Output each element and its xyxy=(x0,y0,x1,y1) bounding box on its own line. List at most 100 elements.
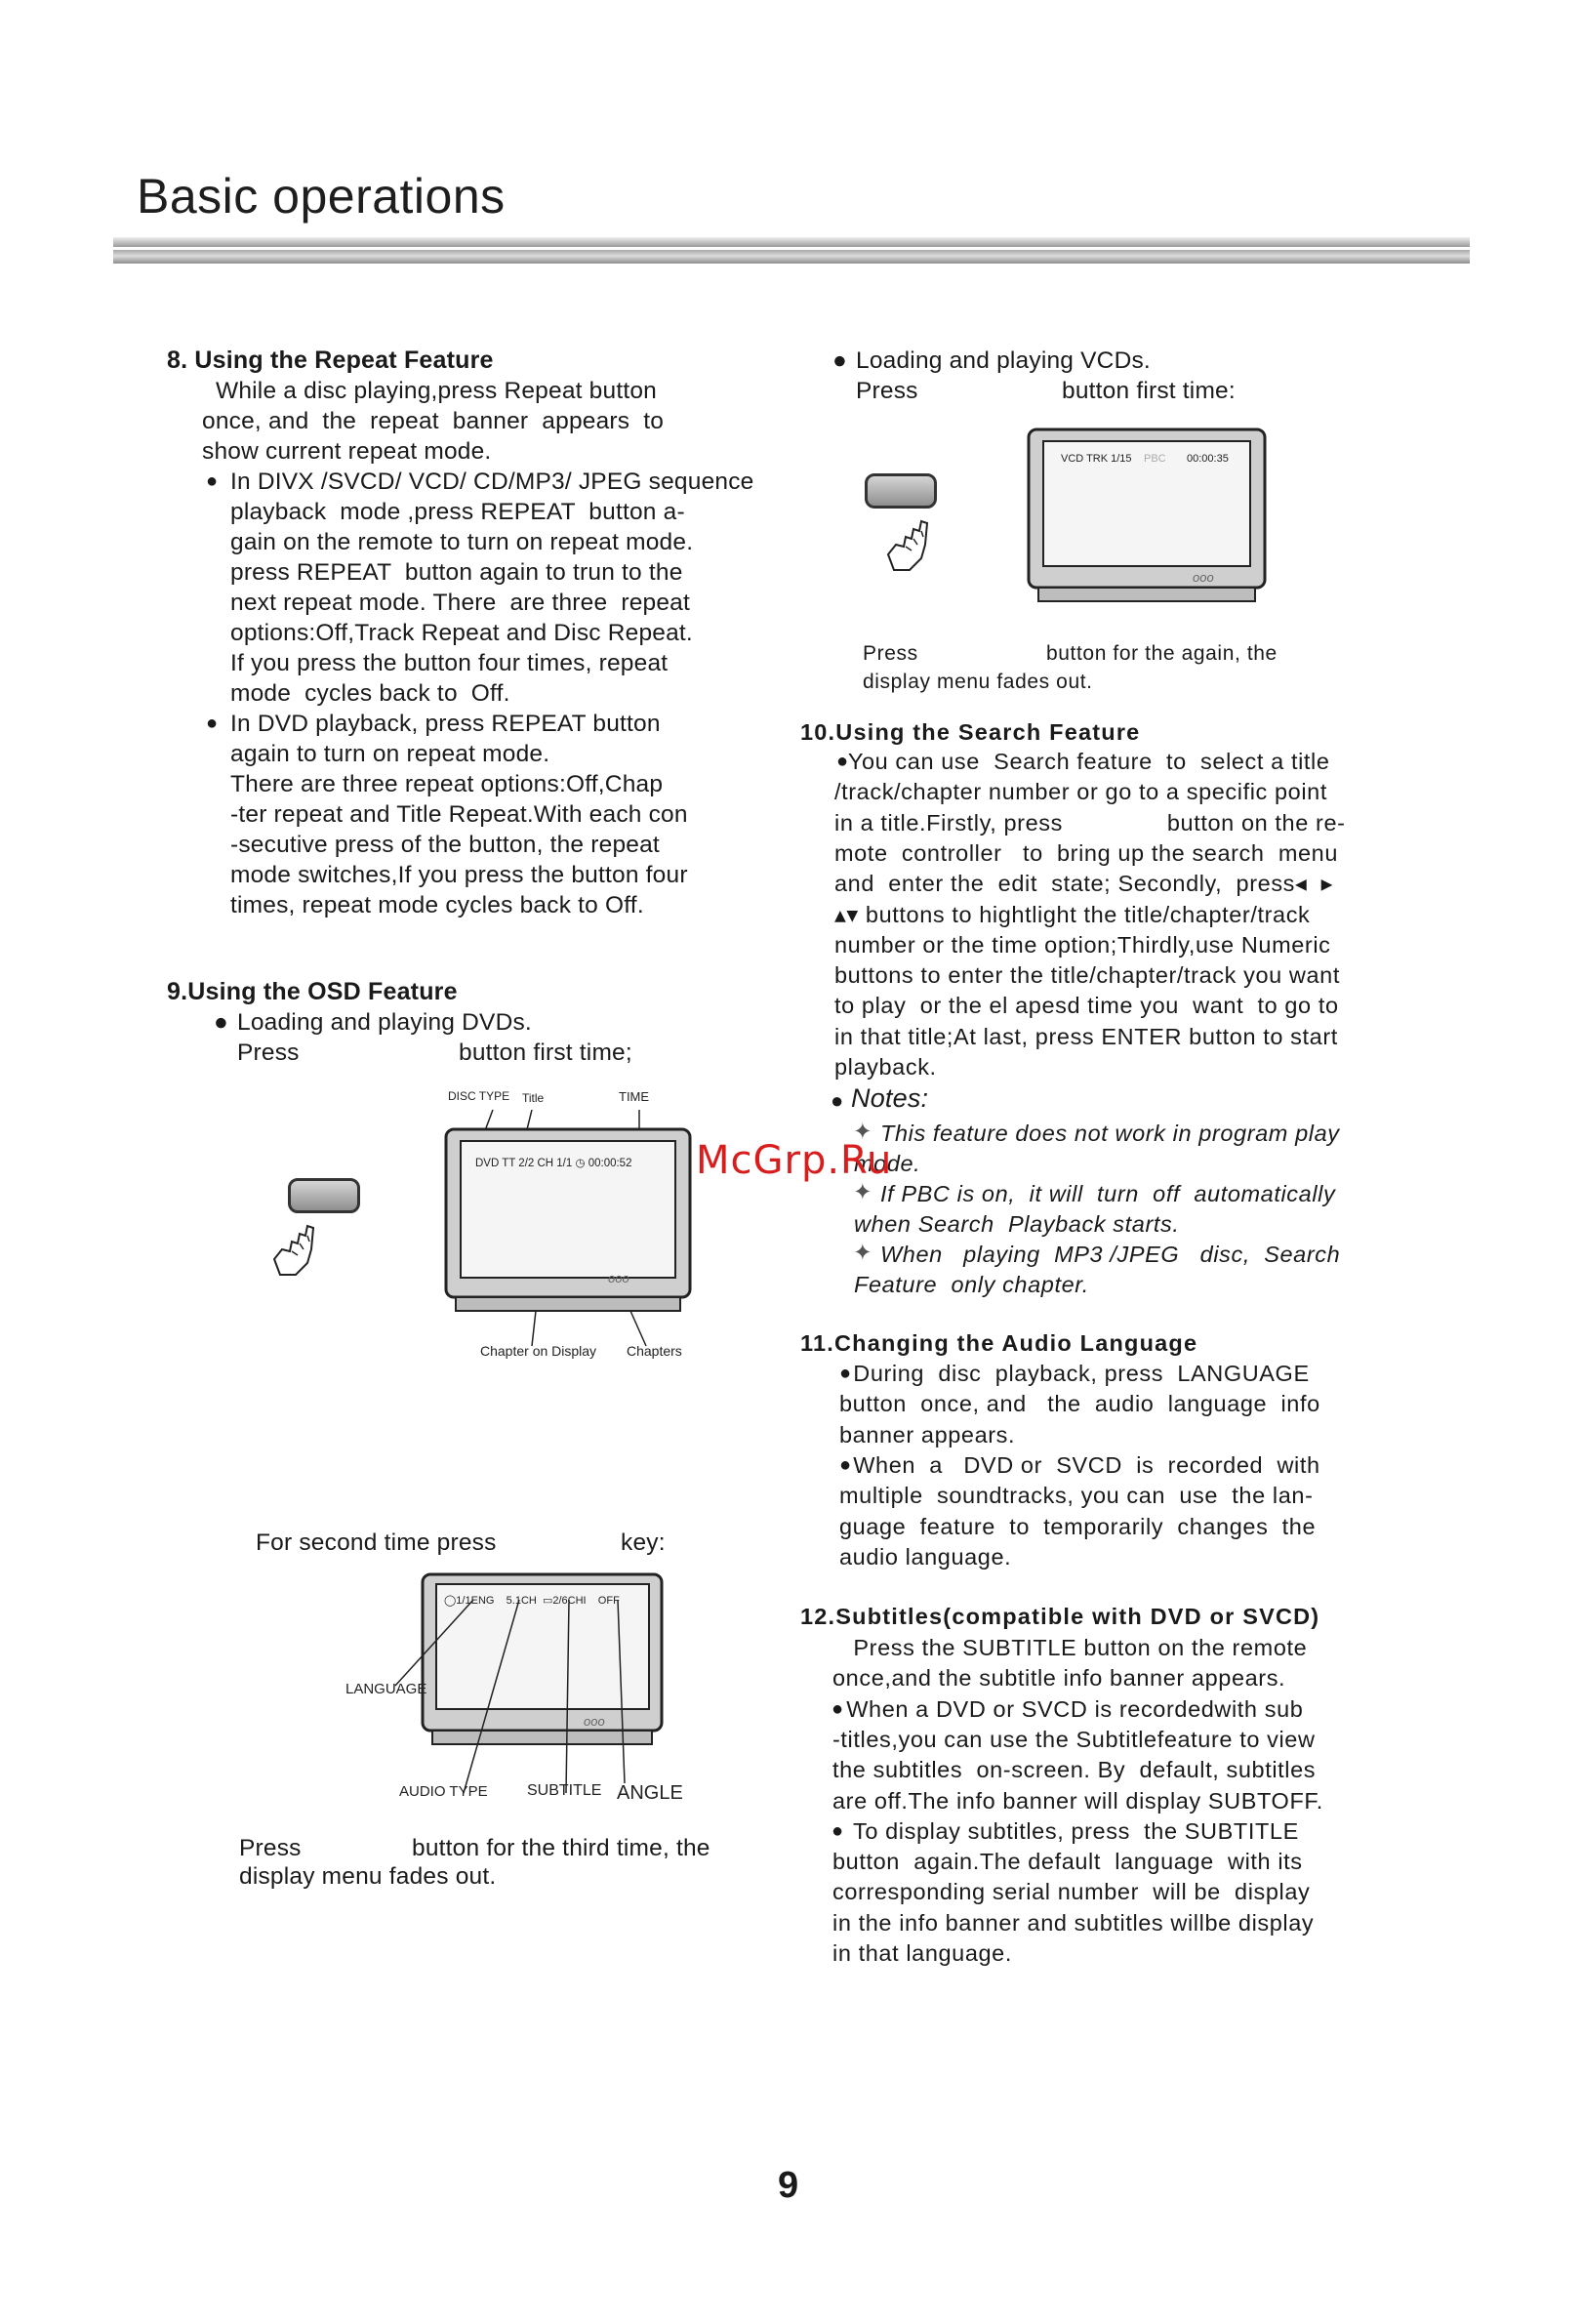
text-line: and enter the edit state; Secondly, pres… xyxy=(834,871,1334,897)
watermark: McGrp.Ru xyxy=(696,1138,893,1183)
vcd-again-line2: display menu fades out. xyxy=(863,671,1093,693)
text-line: next repeat mode. There are three repeat xyxy=(230,590,691,616)
text-line: to play or the el apesd time you want to… xyxy=(834,993,1339,1019)
text-line: mode cycles back to Off. xyxy=(230,680,510,707)
vcd-press: Press xyxy=(856,378,918,404)
note-line: This feature does not work in program pl… xyxy=(880,1121,1340,1146)
text-line: button once, and the audio language info xyxy=(839,1391,1320,1417)
text-line: once, and the repeat banner appears to xyxy=(202,408,665,434)
text-line: During disc playback, press LANGUAGE xyxy=(839,1361,1310,1386)
bullet-dot: ● xyxy=(206,470,219,492)
bullet-dot: ● xyxy=(832,1819,844,1842)
text-line: show current repeat mode. xyxy=(202,438,492,465)
vcd-press-tail: button first time: xyxy=(1062,378,1236,404)
second-press-key: key: xyxy=(621,1529,666,1556)
hand-press-icon xyxy=(886,519,929,571)
tv-osd-text: DVD TT 2/2 CH 1/1 ◷ 00:00:52 xyxy=(475,1158,632,1169)
text-line: the subtitles on-screen. By default, sub… xyxy=(832,1757,1317,1783)
bullet-dot: ● xyxy=(214,1009,228,1036)
notes-heading: Notes: xyxy=(851,1083,929,1113)
osd-remote-button[interactable] xyxy=(288,1178,360,1213)
section-9-heading: 9.Using the OSD Feature xyxy=(167,978,458,1005)
note-line: mode. xyxy=(854,1151,921,1176)
header-rule-top xyxy=(113,237,1470,247)
text-line: When a DVD or SVCD is recordedwith sub xyxy=(832,1695,1304,1722)
second-press-text: For second time press xyxy=(256,1529,497,1556)
text-line: ▴▾ buttons to hightlight the title/chapt… xyxy=(834,901,1311,927)
label-chapter-on-display: Chapter on Display xyxy=(480,1343,597,1359)
section-12-heading: 12.Subtitles(compatible with DVD or SVCD… xyxy=(800,1604,1320,1629)
text-line: in that language. xyxy=(832,1940,1012,1966)
bullet-dot: ● xyxy=(836,751,849,772)
vcd-again: Press xyxy=(863,642,918,665)
text-line: Press the SUBTITLE button on the remote xyxy=(832,1635,1308,1660)
header-rule-bottom xyxy=(113,250,1470,264)
note-line: If PBC is on, it will turn off automatic… xyxy=(880,1181,1336,1206)
section-10-heading: 10.Using the Search Feature xyxy=(800,719,1141,745)
text-line: playback. xyxy=(834,1054,937,1080)
text-line: button again.The default language with i… xyxy=(832,1849,1303,1875)
tv2-osd-text: ◯1/1ENG 5.1CH ▭2/6CHI OFF xyxy=(444,1595,620,1607)
label-subtitle: SUBTITLE xyxy=(527,1782,602,1799)
text-line: There are three repeat options:Off,Chap xyxy=(230,771,664,797)
bullet-dot: ● xyxy=(831,1088,844,1113)
vcd-remote-button[interactable] xyxy=(865,473,937,509)
text-line: playback mode ,press REPEAT button a- xyxy=(230,499,685,525)
vcd-osd-pbc: PBC xyxy=(1144,453,1166,465)
text-line: When a DVD or SVCD is recorded with xyxy=(839,1451,1320,1478)
tv-dvd-osd xyxy=(444,1109,692,1347)
text-line: are off.The info banner will display SUB… xyxy=(832,1787,1323,1814)
section-11-heading: 11.Changing the Audio Language xyxy=(800,1330,1198,1356)
third-press-tail: button for the third time, the xyxy=(412,1835,710,1861)
text-line: -titles,you can use the Subtitlefeature … xyxy=(832,1726,1316,1752)
tv2-dots: ooo xyxy=(584,1714,605,1729)
text-line: banner appears. xyxy=(839,1421,1016,1447)
text-line: buttons to enter the title/chapter/track… xyxy=(834,962,1340,989)
text-line: You can use Search feature to select a t… xyxy=(834,749,1330,774)
vcd-osd-track: VCD TRK 1/15 xyxy=(1061,453,1132,465)
label-disc-type: DISC TYPE xyxy=(448,1089,510,1103)
text-line: corresponding serial number will be disp… xyxy=(832,1879,1311,1905)
bullet-dot: ● xyxy=(832,347,847,374)
section-9-bullet: Loading and playing DVDs. xyxy=(237,1009,532,1036)
label-chapters: Chapters xyxy=(627,1343,682,1359)
sparkle-icon: ✦ xyxy=(853,1179,873,1204)
press-text: Press xyxy=(237,1040,300,1066)
text-line: In DIVX /SVCD/ VCD/ CD/MP3/ JPEG sequenc… xyxy=(230,469,754,495)
text-line: once,and the subtitle info banner appear… xyxy=(832,1665,1286,1692)
tv-vcd-osd xyxy=(1027,428,1267,602)
third-press-line2: display menu fades out. xyxy=(239,1863,497,1890)
third-press-text: Press xyxy=(239,1835,302,1861)
note-line: When playing MP3 /JPEG disc, Search xyxy=(880,1242,1341,1267)
text-line: If you press the button four times, repe… xyxy=(230,650,669,676)
sparkle-icon: ✦ xyxy=(853,1240,873,1265)
tv-audio-osd xyxy=(394,1572,664,1794)
press-text-tail: button first time; xyxy=(459,1040,632,1066)
label-language: LANGUAGE xyxy=(345,1681,427,1697)
text-line: /track/chapter number or go to a specifi… xyxy=(834,779,1327,805)
vcd-tv-dots: ooo xyxy=(1193,570,1214,585)
text-line: mote controller to bring up the search m… xyxy=(834,839,1339,866)
label-title: Title xyxy=(522,1091,545,1105)
bullet-dot: ● xyxy=(206,713,219,734)
bullet-dot: ● xyxy=(839,1453,852,1476)
text-line: To display subtitles, press the SUBTITLE xyxy=(832,1817,1299,1844)
text-line: gain on the remote to turn on repeat mod… xyxy=(230,529,694,555)
hand-press-icon xyxy=(272,1224,315,1276)
text-line: press REPEAT button again to trun to the xyxy=(230,559,683,586)
text-line: in a title.Firstly, press button on the … xyxy=(834,809,1346,836)
label-angle: ANGLE xyxy=(617,1782,683,1804)
text-line: audio language. xyxy=(839,1543,1012,1570)
vcd-bullet: Loading and playing VCDs. xyxy=(856,347,1151,374)
page-title: Basic operations xyxy=(137,169,506,224)
text-line: -secutive press of the button, the repea… xyxy=(230,832,660,858)
tv-dots: ooo xyxy=(608,1271,629,1285)
text-line: multiple soundtracks, you can use the la… xyxy=(839,1483,1314,1509)
text-line: -ter repeat and Title Repeat.With each c… xyxy=(230,801,688,828)
text-line: mode switches,If you press the button fo… xyxy=(230,862,688,888)
vcd-osd-time: 00:00:35 xyxy=(1187,453,1229,465)
vcd-again-tail: button for the again, the xyxy=(1046,642,1278,665)
text-line: number or the time option;Thirdly,use Nu… xyxy=(834,931,1331,958)
text-line: times, repeat mode cycles back to Off. xyxy=(230,892,644,918)
text-line: in the info banner and subtitles willbe … xyxy=(832,1909,1315,1936)
